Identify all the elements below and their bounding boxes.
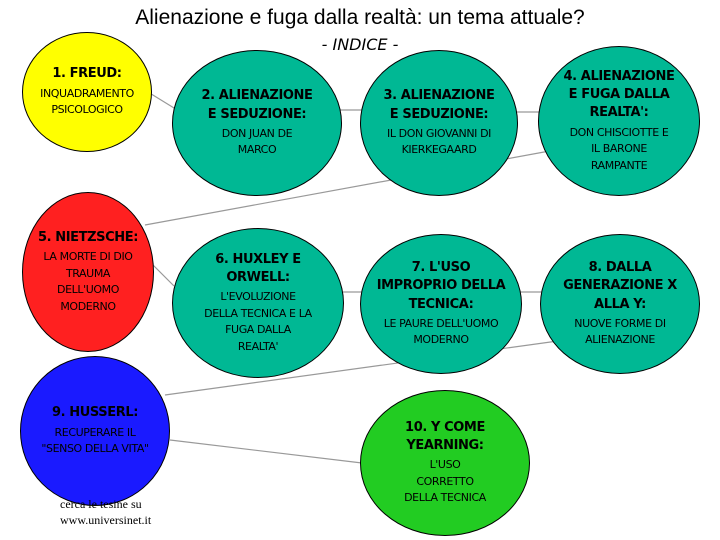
node-generazione-x-y-body: NUOVE FORME DI ALIENAZIONE	[574, 316, 666, 347]
node-huxley-orwell-head: 6. HUXLEY E ORWELL:	[215, 251, 301, 285]
node-seduzione-don-giovanni-body: IL DON GIOVANNI DI KIERKEGAARD	[386, 126, 491, 157]
node-y-come-yearning-body: L'USO CORRETTO DELLA TECNICA	[404, 458, 486, 505]
node-fuga-realta-body: DON CHISCIOTTE E IL BARONE RAMPANTE	[569, 125, 669, 172]
connector-1-2	[147, 91, 175, 109]
node-fuga-realta: 4. ALIENAZIONE E FUGA DALLA REALTA': DON…	[538, 46, 700, 196]
node-uso-improprio-body: LE PAURE DELL'UOMO MODERNO	[383, 316, 499, 347]
node-y-come-yearning-head: 10. Y COME YEARNING:	[405, 420, 485, 454]
node-y-come-yearning: 10. Y COME YEARNING: L'USO CORRETTO DELL…	[360, 390, 530, 536]
page-title: Alienazione e fuga dalla realtà: un tema…	[135, 6, 585, 29]
node-freud-head: 1. FREUD:	[52, 66, 122, 82]
node-fuga-realta-head: 4. ALIENAZIONE E FUGA DALLA REALTA':	[563, 68, 675, 121]
node-husserl-body: RECUPERARE IL "SENSO DELLA VITA"	[41, 425, 149, 456]
node-husserl-head: 9. HUSSERL:	[51, 405, 139, 421]
node-huxley-orwell-body: L'EVOLUZIONE DELLA TECNICA E LA FUGA DAL…	[204, 290, 312, 353]
node-seduzione-don-giovanni: 3. ALIENAZIONE E SEDUZIONE: IL DON GIOVA…	[360, 50, 518, 196]
node-generazione-x-y: 8. DALLA GENERAZIONE X ALLA Y: NUOVE FOR…	[540, 234, 700, 374]
node-generazione-x-y-head: 8. DALLA GENERAZIONE X ALLA Y:	[563, 260, 677, 312]
node-seduzione-don-juan-head: 2. ALIENAZIONE E SEDUZIONE:	[201, 88, 313, 122]
node-nietzsche: 5. NIETZSCHE: LA MORTE DI DIO TRAUMA DEL…	[22, 192, 154, 352]
node-huxley-orwell: 6. HUXLEY E ORWELL: L'EVOLUZIONE DELLA T…	[172, 228, 344, 378]
node-freud-body: INQUADRAMENTO PSICOLOGICO	[40, 86, 134, 117]
node-seduzione-don-juan: 2. ALIENAZIONE E SEDUZIONE: DON JUAN DE …	[172, 50, 342, 196]
node-uso-improprio: 7. L'USO IMPROPRIO DELLA TECNICA: LE PAU…	[360, 234, 522, 374]
credit-text: cerca le tesine su www.universinet.it	[60, 497, 152, 528]
node-freud: 1. FREUD: INQUADRAMENTO PSICOLOGICO	[22, 32, 152, 152]
page-subtitle: - INDICE -	[321, 35, 399, 54]
node-uso-improprio-head: 7. L'USO IMPROPRIO DELLA TECNICA:	[376, 260, 506, 312]
node-seduzione-don-juan-body: DON JUAN DE MARCO	[221, 126, 293, 157]
node-seduzione-don-giovanni-head: 3. ALIENAZIONE E SEDUZIONE:	[383, 88, 495, 122]
connector-5-6	[149, 261, 175, 287]
connector-9-10	[169, 439, 363, 464]
node-nietzsche-body: LA MORTE DI DIO TRAUMA DELL'UOMO MODERNO	[43, 250, 133, 313]
node-nietzsche-head: 5. NIETZSCHE:	[37, 229, 139, 245]
node-husserl: 9. HUSSERL: RECUPERARE IL "SENSO DELLA V…	[20, 356, 170, 506]
